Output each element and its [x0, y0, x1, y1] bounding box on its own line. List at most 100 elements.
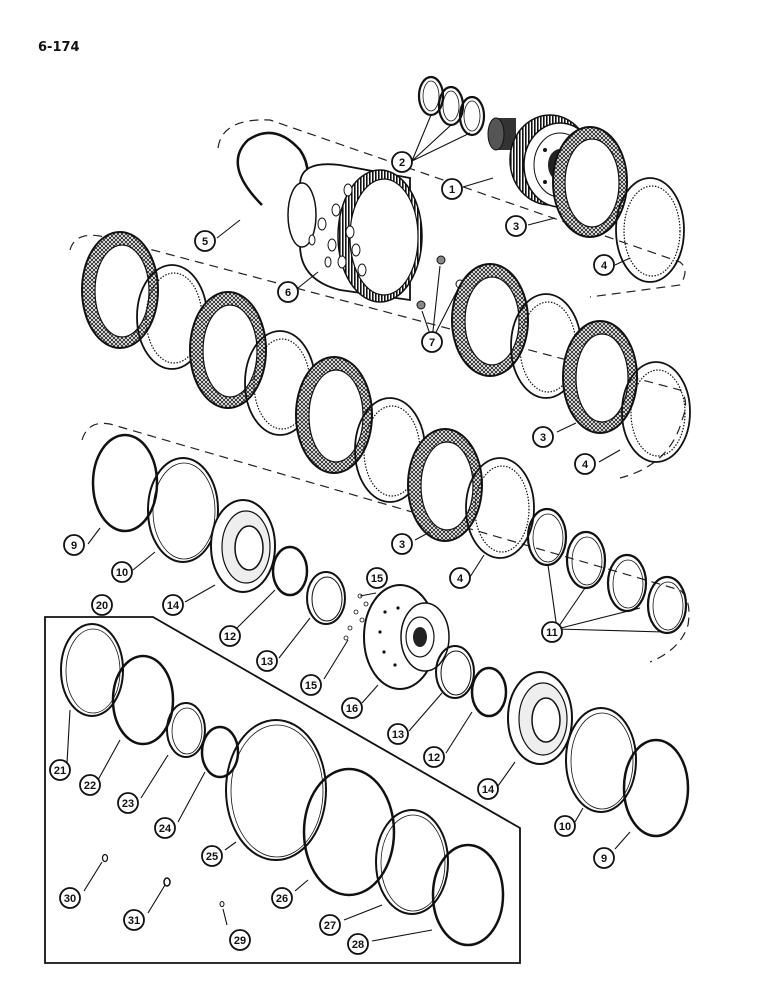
- support-16: [363, 584, 450, 690]
- callout-circle: [387, 723, 409, 745]
- callout-16: 16: [341, 697, 363, 719]
- callout-label: 10: [116, 567, 128, 579]
- callout-circle: [319, 914, 341, 936]
- callout-label: 14: [482, 784, 495, 796]
- callout-27: 27: [319, 914, 341, 936]
- callout-label: 2: [399, 157, 405, 169]
- callout-label: 1: [449, 184, 455, 196]
- callout-circle: [593, 254, 615, 276]
- callout-circle: [391, 151, 413, 173]
- callout-11: 11: [541, 621, 563, 643]
- callout-circle: [449, 567, 471, 589]
- callout-circle: [229, 929, 251, 951]
- callout-26: 26: [271, 887, 293, 909]
- callout-label: 13: [261, 656, 273, 668]
- callout-2: 2: [391, 151, 413, 173]
- callout-circle: [194, 230, 216, 252]
- friction-disc-right-1: [451, 263, 529, 377]
- callout-label: 4: [457, 573, 464, 585]
- callout-12: 12: [423, 746, 445, 768]
- seal-13-upper: [306, 571, 346, 625]
- callout-1: 1: [441, 178, 463, 200]
- callout-circle: [477, 778, 499, 800]
- callout-label: 12: [428, 752, 440, 764]
- seal-25: [225, 719, 327, 861]
- seal-ring-9-right: [622, 738, 690, 838]
- callout-label: 3: [540, 432, 546, 444]
- group-outline-middle: [69, 234, 687, 479]
- callout-circle: [441, 178, 463, 200]
- page-number: 6-174: [38, 40, 80, 55]
- seal-12-lower: [470, 666, 508, 718]
- callout-6: 6: [277, 281, 299, 303]
- seal-24: [200, 725, 240, 779]
- friction-disc-middle-2: [189, 291, 267, 409]
- callout-label: 4: [582, 459, 589, 471]
- callout-circle: [154, 817, 176, 839]
- leader-lines: [66, 114, 665, 942]
- callout-23: 23: [117, 792, 139, 814]
- callout-label: 29: [234, 935, 246, 947]
- callout-label: 23: [122, 798, 134, 810]
- callout-15: 15: [300, 674, 322, 696]
- callout-4: 4: [593, 254, 615, 276]
- callout-label: 9: [601, 853, 607, 865]
- callout-20: 20: [91, 594, 113, 616]
- callout-31: 31: [123, 909, 145, 931]
- friction-disc-right-2: [562, 320, 638, 434]
- callout-label: 15: [371, 573, 383, 585]
- callout-circle: [341, 697, 363, 719]
- callout-label: 13: [392, 729, 404, 741]
- callout-label: 6: [285, 287, 291, 299]
- seal-ring-9-left: [91, 433, 159, 533]
- piston-14-right: [507, 671, 573, 765]
- callout-label: 24: [159, 823, 172, 835]
- callout-label: 26: [276, 893, 288, 905]
- seal-13-lower: [435, 645, 475, 699]
- callout-25: 25: [201, 845, 223, 867]
- callout-10: 10: [554, 815, 576, 837]
- callout-circle: [541, 621, 563, 643]
- callout-label: 16: [346, 703, 358, 715]
- callout-circle: [271, 887, 293, 909]
- callout-14: 14: [162, 594, 184, 616]
- small-seal-30: [101, 853, 109, 863]
- callout-22: 22: [79, 774, 101, 796]
- callout-label: 28: [352, 939, 364, 951]
- callout-circle: [347, 933, 369, 955]
- callout-label: 9: [71, 540, 77, 552]
- small-seal-31: [163, 877, 171, 887]
- callout-12: 12: [219, 625, 241, 647]
- callout-circle: [532, 426, 554, 448]
- seal-28: [431, 843, 505, 947]
- callout-7: 7: [421, 331, 443, 353]
- callout-label: 31: [128, 915, 140, 927]
- callout-label: 30: [64, 893, 76, 905]
- piston-14-left: [210, 499, 276, 593]
- callout-label: 21: [54, 765, 66, 777]
- callout-28: 28: [347, 933, 369, 955]
- callout-circle: [423, 746, 445, 768]
- callout-label: 25: [206, 851, 218, 863]
- callout-circle: [63, 534, 85, 556]
- callout-13: 13: [256, 650, 278, 672]
- friction-disc-middle-1: [81, 231, 159, 349]
- callout-circle: [111, 561, 133, 583]
- friction-disc-middle-3: [295, 356, 373, 474]
- callout-circle: [123, 909, 145, 931]
- callout-30: 30: [59, 887, 81, 909]
- callout-circle: [391, 533, 413, 555]
- callout-label: 3: [513, 221, 519, 233]
- callout-label: 7: [429, 337, 435, 349]
- callout-label: 12: [224, 631, 236, 643]
- seal-kit-box-20: [44, 616, 521, 964]
- callout-4: 4: [574, 453, 596, 475]
- callout-label: 20: [96, 600, 108, 612]
- callout-label: 22: [84, 780, 96, 792]
- seal-23: [166, 702, 206, 758]
- callout-circle: [300, 674, 322, 696]
- steel-plate-middle-4: [465, 457, 535, 559]
- friction-disc-middle-4: [407, 428, 483, 542]
- seal-26: [302, 767, 396, 897]
